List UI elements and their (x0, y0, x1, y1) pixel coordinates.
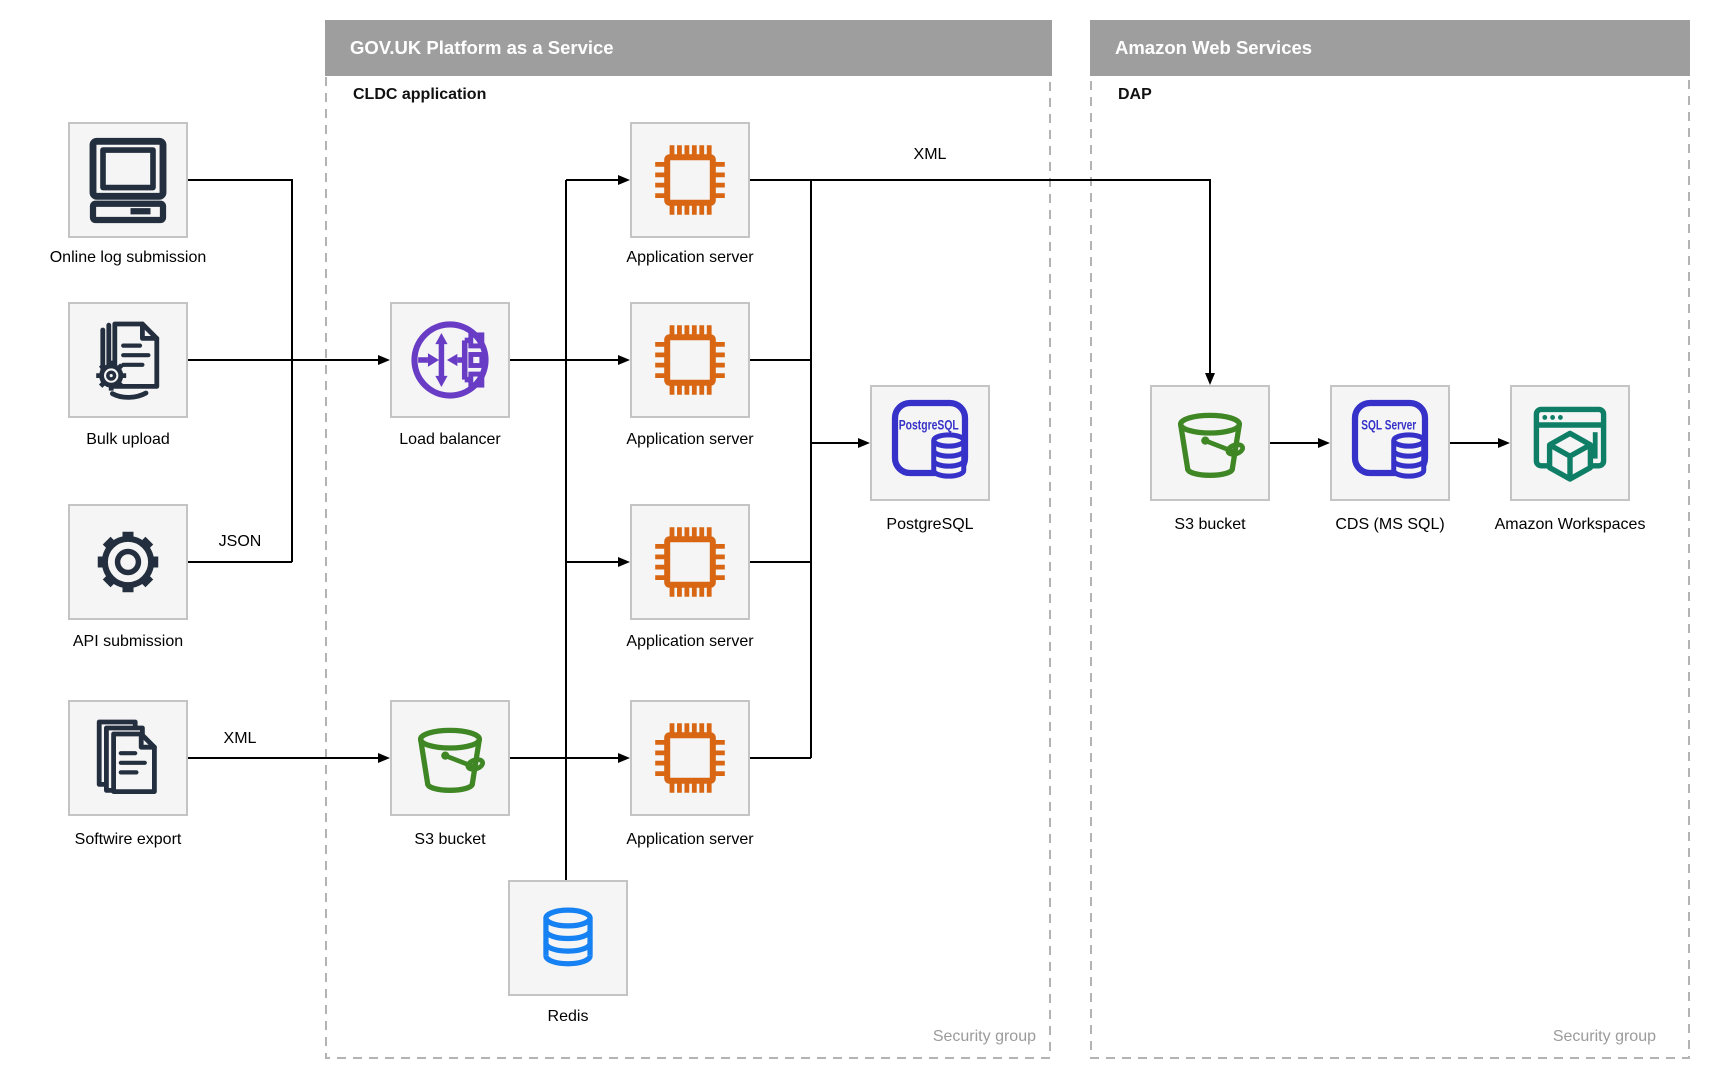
node-s3-bucket-aws (1150, 385, 1270, 501)
database-cylinder-icon (543, 907, 593, 967)
node-label: Application server (626, 831, 754, 848)
node-amazon-workspaces (1510, 385, 1630, 501)
node-label: Application server (626, 431, 754, 448)
bucket-icon (417, 727, 486, 793)
bucket-icon (1177, 412, 1246, 478)
node-label: Softwire export (74, 831, 182, 848)
node-label: S3 bucket (414, 831, 486, 848)
node-application-server-2 (630, 302, 750, 418)
node-application-server-4 (630, 700, 750, 816)
node-application-server-1 (630, 122, 750, 238)
edge-app1-to-aws-s3 (750, 179, 1215, 385)
xml-edge-label-left: XML (195, 730, 285, 748)
aws-container-header: Amazon Web Services (1090, 20, 1690, 76)
node-api-submission (68, 504, 188, 620)
documents-stack-icon (96, 719, 157, 794)
node-label: Application server (626, 633, 754, 650)
node-label: Online log submission (49, 249, 207, 266)
node-label: Amazon Workspaces (1494, 516, 1646, 533)
gear-icon (97, 531, 159, 593)
chip-icon (655, 145, 725, 215)
node-label: CDS (MS SQL) (1335, 516, 1445, 533)
node-online-log-submission (68, 122, 188, 238)
node-softwire-export (68, 700, 188, 816)
aws-security-group-border (1090, 21, 1690, 1059)
node-label: Bulk upload (86, 431, 170, 448)
aws-sublabel: DAP (1118, 86, 1152, 103)
chip-icon (655, 723, 725, 793)
postgresql-database-icon: PostgreSQL (891, 399, 969, 479)
sql-server-database-icon: SQL Server (1351, 399, 1429, 479)
node-label: Redis (547, 1008, 589, 1025)
workspaces-window-cube-icon (1533, 406, 1607, 482)
aws-security-group-label: Security group (1552, 1028, 1656, 1045)
node-label: S3 bucket (1174, 516, 1246, 533)
desktop-computer-icon (89, 137, 167, 224)
node-s3-bucket-paas (390, 700, 510, 816)
node-redis (508, 880, 628, 996)
node-postgresql: PostgreSQL (870, 385, 990, 501)
node-label: API submission (72, 633, 184, 650)
xml-edge-label-top: XML (885, 146, 975, 164)
document-gear-icon (96, 321, 160, 400)
chip-icon (655, 527, 725, 597)
postgresql-icon-text: PostgreSQL (899, 417, 959, 432)
paas-security-group-label: Security group (932, 1028, 1036, 1045)
paas-sublabel: CLDC application (353, 86, 487, 103)
edge-online-log-to-junction (188, 179, 293, 562)
load-balancer-icon (411, 321, 489, 399)
node-load-balancer (390, 302, 510, 418)
node-label: Application server (626, 249, 754, 266)
node-application-server-3 (630, 504, 750, 620)
node-label: Load balancer (399, 431, 501, 448)
json-edge-label: JSON (195, 533, 285, 551)
node-bulk-upload (68, 302, 188, 418)
paas-container-header: GOV.UK Platform as a Service (325, 20, 1052, 76)
sql-server-icon-text: SQL Server (1361, 417, 1416, 432)
node-label: PostgreSQL (886, 516, 974, 533)
node-cds-ms-sql: SQL Server (1330, 385, 1450, 501)
chip-icon (655, 325, 725, 395)
